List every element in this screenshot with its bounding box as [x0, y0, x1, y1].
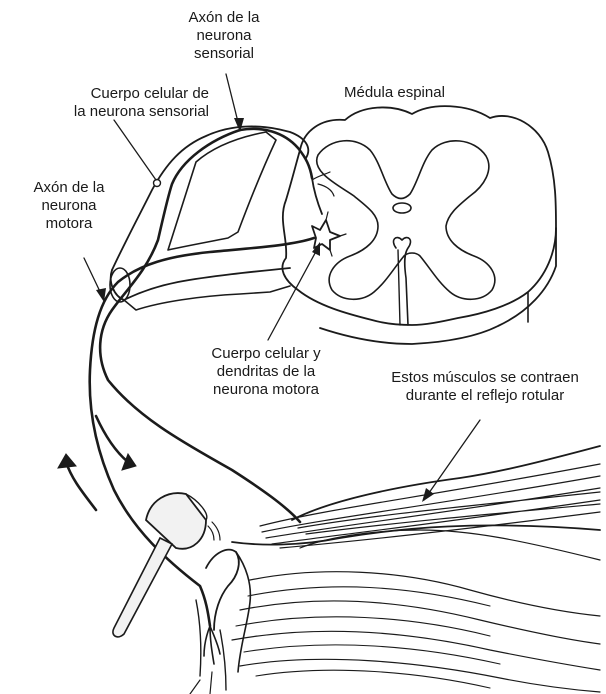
motor-cell-body-label-line: neurona motora: [186, 381, 346, 399]
sensory-cell-body-label-line: Cuerpo celular de: [0, 85, 209, 103]
muscles-label-line: durante el reflejo rotular: [374, 387, 596, 405]
motor-cell-body-label-line: dendritas de la: [186, 363, 346, 381]
thigh-muscles: [196, 446, 600, 692]
sensory-axon-label-line: neurona: [152, 27, 296, 45]
muscles-label-line: Estos músculos se contraen: [374, 369, 596, 387]
muscles-label: Estos músculos se contraen durante el re…: [374, 369, 596, 405]
spinal-cord-label: Médula espinal: [344, 84, 504, 102]
sensory-axon-label-line: Axón de la: [152, 9, 296, 27]
sensory-cell-body-label: Cuerpo celular de la neurona sensorial: [0, 85, 209, 121]
signal-arrows: [58, 416, 136, 510]
motor-axon-label-line: Axón de la: [14, 179, 124, 197]
motor-cell-body-label-line: Cuerpo celular y: [186, 345, 346, 363]
sensory-axon-label-line: sensorial: [152, 45, 296, 63]
motor-axon-label-line: neurona: [14, 197, 124, 215]
sensory-neuron: [100, 129, 334, 522]
motor-axon-label-line: motora: [14, 215, 124, 233]
sensory-axon-label: Axón de la neurona sensorial: [152, 9, 296, 63]
motor-neuron: [90, 212, 346, 664]
sensory-cell-body-label-line: la neurona sensorial: [0, 103, 209, 121]
spinal-cord-label-line: Médula espinal: [344, 84, 504, 102]
motor-axon-label: Axón de la neurona motora: [14, 179, 124, 233]
motor-cell-body-label: Cuerpo celular y dendritas de la neurona…: [186, 345, 346, 399]
dorsal-root-sheath: [110, 126, 308, 310]
